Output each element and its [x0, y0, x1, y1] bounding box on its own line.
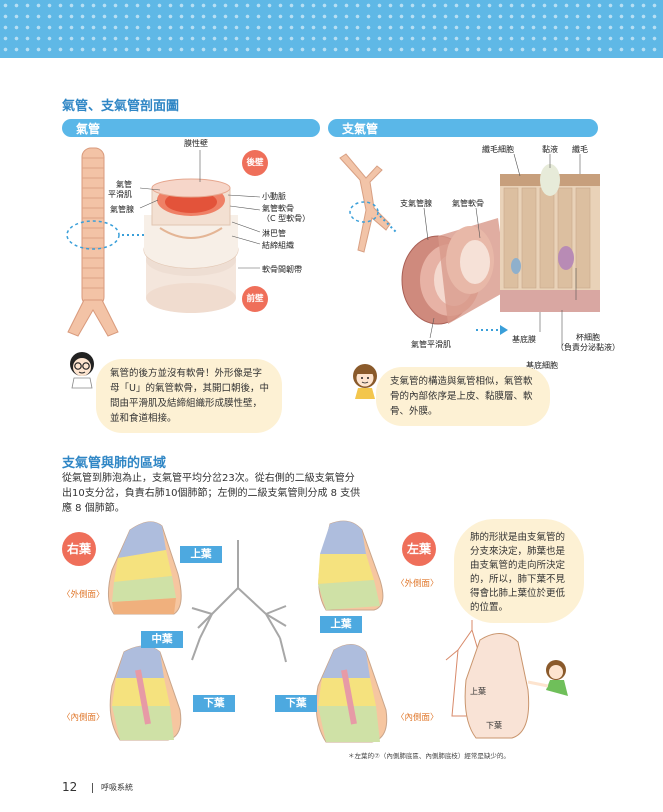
left-inner-view-label: 〈內側面〉: [396, 713, 439, 723]
right-inner-view-label: 〈內側面〉: [62, 713, 105, 723]
badge-front-wall: 前壁: [242, 286, 268, 312]
right-lower-lobe-tag: 下葉: [193, 695, 235, 712]
left-outer-view-label: 〈外側面〉: [396, 579, 439, 589]
left-lung-outer: [318, 520, 384, 611]
label-arteriole: 小動脈: [262, 192, 286, 201]
label-lymph-vessel: 淋巴管: [262, 229, 286, 238]
trachea-pill: 氣管: [62, 119, 320, 137]
label-cilia: 纖毛: [572, 145, 588, 154]
dotted-header-band: [0, 0, 663, 58]
label-mucus: 黏液: [542, 145, 558, 154]
label-membrane-wall: 膜性壁: [184, 139, 208, 148]
sketch-upper-lobe-label: 上葉: [470, 687, 486, 696]
right-lung-outer: [108, 521, 182, 615]
label-bronchial-gland: 支氣管腺: [400, 199, 432, 208]
label-bronchial-smooth-muscle: 氣管平滑肌: [411, 340, 451, 349]
right-outer-view-label: 〈外側面〉: [62, 590, 105, 600]
trachea-note-bubble: 氣管的後方並沒有軟骨！外形像是字母「U」的氣管軟骨，其開口朝後，中間由平滑肌及結…: [96, 359, 282, 433]
label-goblet-cell: 杯細胞 （負責分泌黏液）: [556, 333, 620, 352]
label-trachea-gland: 氣管腺: [110, 205, 134, 214]
label-trachea-cartilage: 氣管軟骨 （C 型軟骨）: [262, 204, 311, 223]
section-heading-lung-regions: 支氣管與肺的區域: [62, 456, 167, 471]
bronchial-tree: [339, 153, 391, 253]
right-lung-inner: [109, 645, 182, 741]
badge-back-wall: 後壁: [242, 150, 268, 176]
bronchus-illustration: [339, 153, 600, 346]
trachea-cross-section: [143, 178, 239, 313]
label-basement-membrane: 基底膜: [512, 335, 536, 344]
trachea-illustration: [66, 147, 261, 337]
lung-note-text: 肺的形狀是由支氣管的分支來決定，肺葉也是由支氣管的走向所決定的，所以，肺下葉不見…: [470, 532, 566, 613]
label-ciliated-cell: 纖毛細胞: [482, 145, 514, 154]
label-connective-tissue: 結締組織: [262, 241, 294, 250]
label-cartilage-ligament: 軟骨間韌帶: [262, 265, 302, 274]
bronchus-pill-label: 支氣管: [342, 122, 379, 136]
label-bronchial-cartilage: 氣管軟骨: [452, 199, 484, 208]
left-lung-inner: [315, 644, 388, 743]
left-upper-lobe-tag: 上葉: [320, 616, 362, 633]
trachea-pill-label: 氣管: [76, 122, 101, 136]
bronchus-cross-section: [401, 218, 508, 325]
lung-sketch: [445, 620, 568, 739]
label-trachea-smooth-muscle: 氣管 平滑肌: [108, 180, 132, 199]
left-lung-tag: 左葉: [402, 532, 436, 566]
chapter-title: 呼吸系統: [101, 783, 133, 792]
pointing-girl: [527, 660, 568, 696]
bronchus-note-bubble: 支氣管的構造與氣管相似，氣管軟骨的內部依序是上皮、黏膜層、軟骨、外膜。: [376, 367, 550, 426]
doctor-avatar: [70, 352, 94, 389]
right-upper-lobe-tag: 上葉: [180, 546, 222, 563]
label-basal-cell: 基底細胞: [526, 361, 558, 370]
lung-intro-paragraph: 從氣管到肺泡為止，支氣管平均分岔23次。從右側的二級支氣管分出10支分岔，負責右…: [62, 473, 361, 514]
footer-divider: [92, 783, 93, 793]
girl-avatar: [353, 364, 377, 399]
right-lung-tag: 右葉: [62, 532, 96, 566]
lung-footnote: ＊左葉的⑦（內側肺底區、內側肺底枝）經常是缺少的。: [348, 752, 510, 760]
section-heading-airway: 氣管、支氣管剖面圖: [62, 99, 180, 114]
sketch-lower-lobe-label: 下葉: [486, 721, 502, 730]
bronchial-tree-center: [191, 540, 287, 663]
left-lower-lobe-tag: 下葉: [275, 695, 317, 712]
page-number: 12: [62, 780, 78, 794]
lung-segment-diagram: [108, 520, 388, 743]
bronchus-pill: 支氣管: [328, 119, 598, 137]
trachea-tube: [67, 147, 119, 337]
epithelium-block: [500, 164, 600, 312]
right-middle-lobe-tag: 中葉: [141, 631, 183, 648]
lung-bubble-bg: [454, 519, 584, 623]
